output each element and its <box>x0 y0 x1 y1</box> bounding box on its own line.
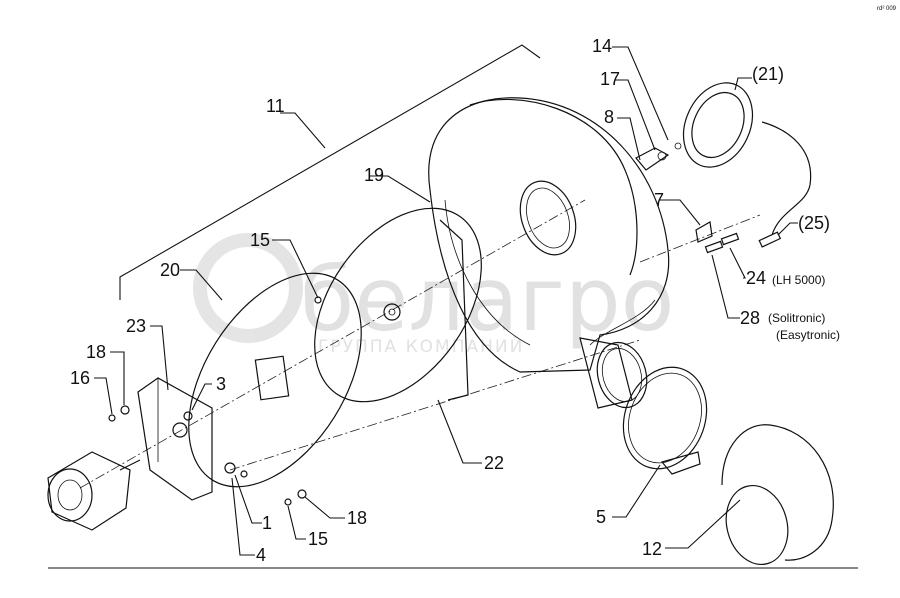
callout-17: 17 <box>600 69 620 89</box>
bracket-7 <box>695 221 713 243</box>
callout-labels: 11 14 17 (21) 8 19 7 (25) 15 20 24 (LH 5… <box>70 36 840 565</box>
centre-axis-main <box>79 199 586 489</box>
callout-3: 3 <box>216 374 226 394</box>
centre-axis-upper <box>639 214 761 263</box>
hose-clamp-5 <box>622 366 708 475</box>
callout-4: 4 <box>256 545 266 565</box>
callout-25: (25) <box>798 213 830 233</box>
callout-14: 14 <box>592 36 612 56</box>
callout-19: 19 <box>364 165 384 185</box>
watermark-logo-ring <box>193 233 303 343</box>
callout-22: 22 <box>484 453 504 473</box>
callout-28-note-solitronic: (Solitronic) <box>768 311 825 325</box>
inlet-grille-21 <box>682 82 754 168</box>
callout-11: 11 <box>266 96 285 116</box>
callout-12: 12 <box>642 539 662 559</box>
centre-axis-lower <box>229 339 641 471</box>
callout-23: 23 <box>126 316 146 336</box>
impeller-disc-22 <box>314 207 482 403</box>
callout-15-lower: 15 <box>308 529 328 549</box>
motor-bracket-23 <box>137 377 213 501</box>
callout-15-upper: 15 <box>250 230 270 250</box>
hose-12 <box>721 424 834 566</box>
callout-8: 8 <box>604 107 614 127</box>
callout-18-left: 18 <box>86 342 106 362</box>
callout-18-lower: 18 <box>347 508 367 528</box>
callout-24: 24 <box>746 268 766 288</box>
blower-housing-19 <box>428 97 670 409</box>
bracket-8 <box>635 142 682 171</box>
callout-16: 16 <box>70 368 90 388</box>
callout-28-note-easytronic: (Easytronic) <box>776 328 840 342</box>
watermark-tagline: ГРУППА КОМПАНИЙ <box>318 335 524 357</box>
sensor-cable-25 <box>758 121 812 248</box>
hydraulic-motor <box>47 451 141 531</box>
leader-lines <box>94 46 798 556</box>
corner-note: rd² 009 <box>877 6 897 12</box>
watermark: белагро ГРУППА КОМПАНИЙ <box>193 233 675 357</box>
callout-20: 20 <box>160 260 180 280</box>
callout-21: (21) <box>752 64 784 84</box>
assembly-bracket-11 <box>119 44 541 300</box>
watermark-brand: белагро <box>300 248 675 351</box>
small-fasteners <box>108 296 322 506</box>
callout-1: 1 <box>262 513 272 533</box>
callout-24-note: (LH 5000) <box>772 273 825 287</box>
fittings-24-28 <box>704 232 740 254</box>
callout-7: 7 <box>654 190 664 210</box>
callout-28: 28 <box>740 308 760 328</box>
callout-5: 5 <box>596 507 606 527</box>
